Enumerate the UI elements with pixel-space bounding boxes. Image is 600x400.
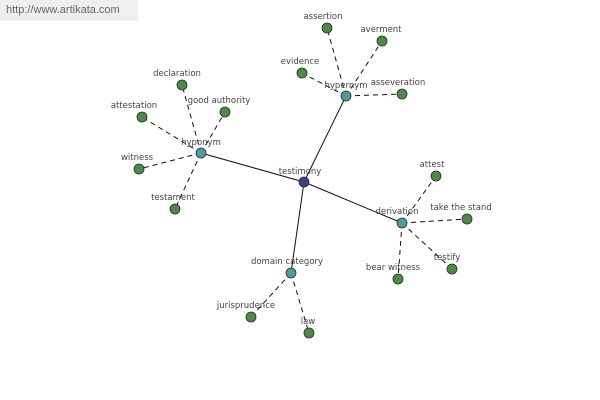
term-node-averment[interactable] <box>376 35 388 47</box>
term-node-bear-witness[interactable] <box>392 273 404 285</box>
edge-domain-category-to-law <box>290 272 310 334</box>
center-label-testimony: testimony <box>279 167 322 177</box>
edge-testimony-to-derivation <box>303 181 403 224</box>
term-label-law: law <box>301 317 316 327</box>
term-label-jurisprudence: jurisprudence <box>216 301 275 311</box>
term-node-attestation[interactable] <box>136 111 148 123</box>
term-node-declaration[interactable] <box>176 79 188 91</box>
edge-hyponym-to-witness <box>138 152 202 170</box>
edge-domain-category-to-jurisprudence <box>250 272 292 318</box>
relation-label-derivation: derivation <box>375 207 418 217</box>
relation-label-domain-category: domain category <box>251 257 323 267</box>
term-node-jurisprudence[interactable] <box>245 311 257 323</box>
term-node-witness[interactable] <box>133 163 145 175</box>
relation-label-hypernym-top: hypernym <box>324 81 367 91</box>
edge-derivation-to-testify <box>401 222 453 270</box>
center-node-testimony[interactable] <box>298 176 310 188</box>
term-label-attest: attest <box>420 160 446 170</box>
term-label-asseveration: asseveration <box>371 78 426 88</box>
edge-testimony-to-hypernym-top <box>303 95 347 183</box>
edges <box>138 27 468 334</box>
relation-node-hyponym[interactable] <box>195 147 207 159</box>
edge-testimony-to-domain-category <box>290 181 305 274</box>
edge-hyponym-to-good-authority <box>200 111 226 154</box>
term-node-testament[interactable] <box>169 203 181 215</box>
term-label-declaration: declaration <box>153 69 201 79</box>
term-label-assertion: assertion <box>303 12 342 22</box>
edge-hyponym-to-testament <box>174 152 202 210</box>
term-node-testify[interactable] <box>446 263 458 275</box>
term-label-witness: witness <box>121 153 154 163</box>
term-node-law[interactable] <box>303 327 315 339</box>
edge-derivation-to-bear-witness <box>397 222 403 280</box>
term-node-take-the-stand[interactable] <box>461 213 473 225</box>
site-url-watermark: http://www.artikata.com <box>0 0 138 21</box>
relation-label-hyponym: hyponym <box>181 138 221 148</box>
term-label-bear-witness: bear witness <box>366 263 421 273</box>
relation-node-derivation[interactable] <box>396 217 408 229</box>
term-label-evidence: evidence <box>281 57 320 67</box>
edge-hypernym-top-to-asseveration <box>345 93 403 97</box>
edge-derivation-to-attest <box>401 175 437 224</box>
term-label-attestation: attestation <box>111 101 157 111</box>
relation-node-hypernym-top[interactable] <box>340 90 352 102</box>
edge-hypernym-top-to-assertion <box>326 27 347 97</box>
edge-hyponym-to-declaration <box>181 84 202 154</box>
relation-node-domain-category[interactable] <box>285 267 297 279</box>
edge-hypernym-top-to-averment <box>345 40 383 97</box>
edge-hyponym-to-attestation <box>141 116 202 154</box>
edge-derivation-to-take-the-stand <box>401 218 468 224</box>
term-node-attest[interactable] <box>430 170 442 182</box>
term-node-evidence[interactable] <box>296 67 308 79</box>
term-label-testify: testify <box>434 253 461 263</box>
term-node-asseveration[interactable] <box>396 88 408 100</box>
nodes: assertion averment evidence asseveration hyp… <box>111 12 492 339</box>
term-node-good-authority[interactable] <box>219 106 231 118</box>
term-label-take-the-stand: take the stand <box>430 203 492 213</box>
term-label-testament: testament <box>151 193 195 203</box>
term-label-averment: averment <box>360 25 402 35</box>
term-label-good-authority: good authority <box>188 96 251 106</box>
edge-testimony-to-hyponym <box>200 152 305 183</box>
term-node-assertion[interactable] <box>321 22 333 34</box>
